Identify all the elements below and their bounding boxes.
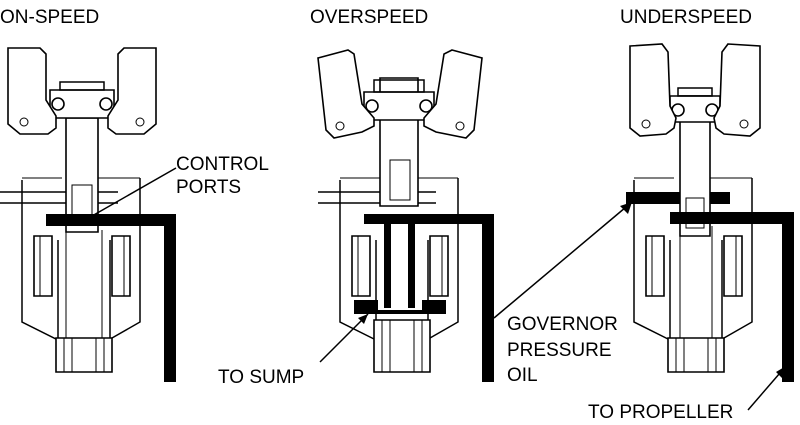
bearing-left (51, 97, 65, 111)
flyweight-left (7, 47, 57, 135)
control-port-leader (91, 167, 177, 217)
to-sump-label: TO SUMP (218, 367, 304, 388)
flyweight-right (107, 47, 157, 135)
governor-label-3: OIL (507, 365, 538, 386)
governor-label-2: PRESSURE (507, 340, 612, 361)
overspeed-panel (317, 49, 494, 382)
control-ports-label-2: PORTS (176, 177, 241, 198)
flyweight-left-underspeed (629, 43, 677, 137)
flyweight-left-overspeed (317, 49, 375, 139)
bearing-right (99, 97, 113, 111)
underspeed-panel (493, 43, 794, 411)
sump-drain-channel (384, 224, 391, 308)
propeller-oil-line (104, 214, 176, 382)
heading-on-speed: ON-SPEED (0, 7, 99, 28)
drive-spline (55, 337, 113, 373)
drive-shaft (57, 240, 111, 338)
pressure-oil-leader (493, 201, 633, 319)
sump-leader (319, 313, 369, 363)
control-ports-label-1: CONTROL (176, 154, 269, 175)
on-speed-panel (0, 47, 177, 382)
flyweight-right-underspeed (713, 43, 761, 137)
control-port-lines (0, 191, 118, 204)
to-propeller-label: TO PROPELLER (588, 402, 733, 423)
governor-pressure-line (626, 192, 730, 204)
pilot-valve-land (46, 214, 118, 226)
body-flange (33, 235, 131, 297)
flyweight-right-overspeed (423, 49, 483, 139)
heading-overspeed: OVERSPEED (310, 7, 428, 28)
heading-underspeed: UNDERSPEED (620, 7, 752, 28)
governor-label-1: GOVERNOR (507, 314, 618, 335)
